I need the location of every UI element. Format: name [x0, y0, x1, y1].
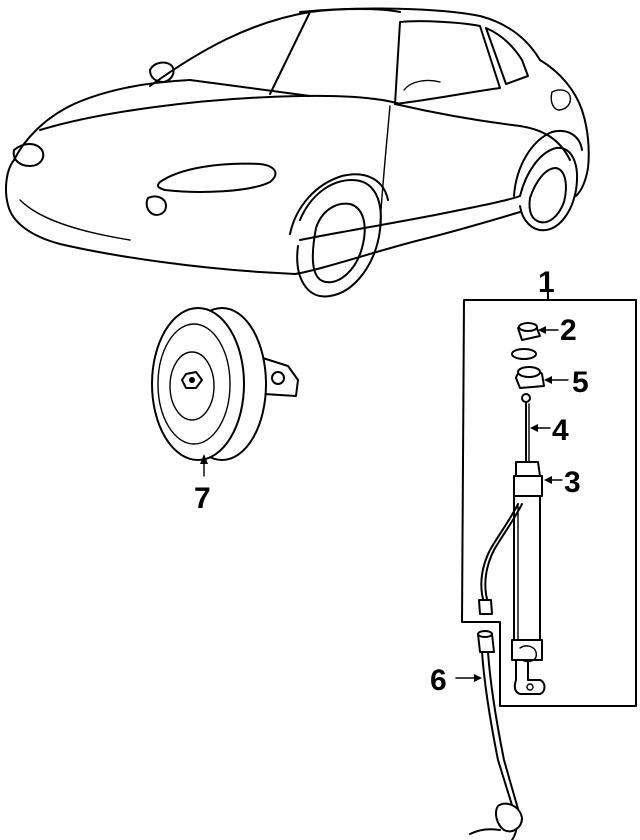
callout-5-arrowhead [544, 376, 552, 384]
antenna-housing-part [511, 461, 546, 695]
callout-7-arrowhead [200, 454, 208, 464]
antenna-washer-part [511, 348, 537, 360]
antenna-bezel-part [515, 366, 545, 389]
antenna-mast-part [521, 393, 531, 463]
horn-part [151, 307, 299, 461]
antenna-lead-wire [480, 503, 519, 605]
callout-4-arrowhead [530, 424, 538, 432]
callout-1: 1 [538, 266, 555, 299]
callout-3-arrowhead [544, 476, 552, 484]
callout-2: 2 [560, 314, 577, 347]
assembly-group-box [461, 299, 637, 707]
antenna-lead-wire-inner [484, 503, 523, 605]
callout-6-arrowhead [474, 674, 482, 682]
callout-5: 5 [572, 366, 589, 399]
lead-connector [478, 599, 493, 615]
callout-7: 7 [194, 482, 211, 515]
callout-6: 6 [430, 664, 447, 697]
antenna-cable-part [469, 630, 523, 840]
vehicle-illustration [5, 7, 590, 298]
antenna-nut-part [517, 322, 541, 341]
callout-2-arrowhead [538, 326, 546, 334]
callout-4: 4 [552, 414, 569, 447]
callout-3: 3 [564, 466, 581, 499]
